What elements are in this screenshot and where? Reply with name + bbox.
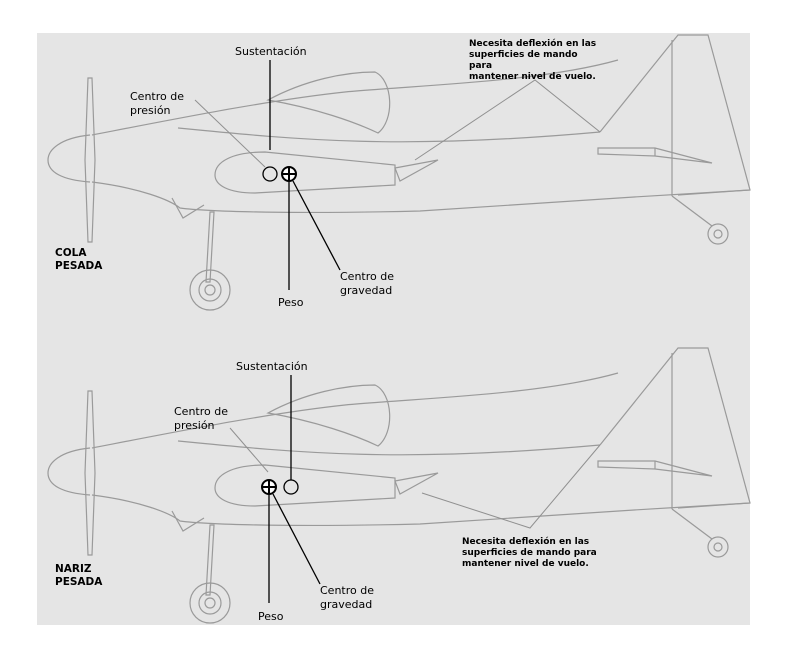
bottom-cp-marker — [283, 479, 299, 495]
bottom-note-1: Necesita deflexión en las — [462, 536, 589, 547]
top-cp-marker — [262, 166, 278, 182]
top-weight-label: Peso — [278, 296, 304, 309]
top-note-3: para — [469, 61, 492, 71]
top-lift-label: Sustentación — [235, 45, 307, 58]
top-side-label-2: PESADA — [55, 260, 103, 272]
bottom-weight-label: Peso — [258, 610, 284, 623]
bottom-note-leader — [421, 444, 601, 529]
top-cp-label-1: Centro de — [130, 90, 184, 103]
bottom-note-2: superficies de mando para — [462, 548, 597, 558]
bottom-side-label-2: PESADA — [55, 576, 103, 588]
bottom-cg-leader — [272, 493, 321, 585]
bottom-cg-label-2: gravedad — [320, 598, 372, 611]
top-cp-leader — [194, 99, 266, 168]
top-cg-leader — [292, 180, 341, 271]
top-cp-label-2: presión — [130, 104, 171, 117]
bottom-cg-label-1: Centro de — [320, 584, 374, 597]
top-note-1: Necesita deflexión en las — [469, 38, 596, 49]
bottom-cp-label-2: presión — [174, 419, 215, 432]
top-note-2: superficies de mando — [469, 50, 578, 60]
bottom-cg-marker — [261, 479, 277, 495]
top-note-4: mantener nivel de vuelo. — [469, 72, 596, 82]
top-cg-label-2: gravedad — [340, 284, 392, 297]
top-panel: Sustentación Centro de presión Centro de… — [47, 34, 751, 311]
top-cg-marker — [281, 166, 297, 182]
top-side-label-1: COLA — [55, 247, 87, 259]
bottom-lift-label: Sustentación — [236, 360, 308, 373]
top-note-leader — [414, 79, 601, 161]
bottom-panel: Sustentación Centro de presión Centro de… — [47, 347, 751, 624]
top-cg-label-1: Centro de — [340, 270, 394, 283]
bottom-side-label-1: NARIZ — [55, 563, 92, 575]
bottom-cp-leader — [229, 427, 269, 473]
bottom-note-3: mantener nivel de vuelo. — [462, 559, 589, 569]
diagram-background — [37, 33, 750, 625]
bottom-cp-label-1: Centro de — [174, 405, 228, 418]
